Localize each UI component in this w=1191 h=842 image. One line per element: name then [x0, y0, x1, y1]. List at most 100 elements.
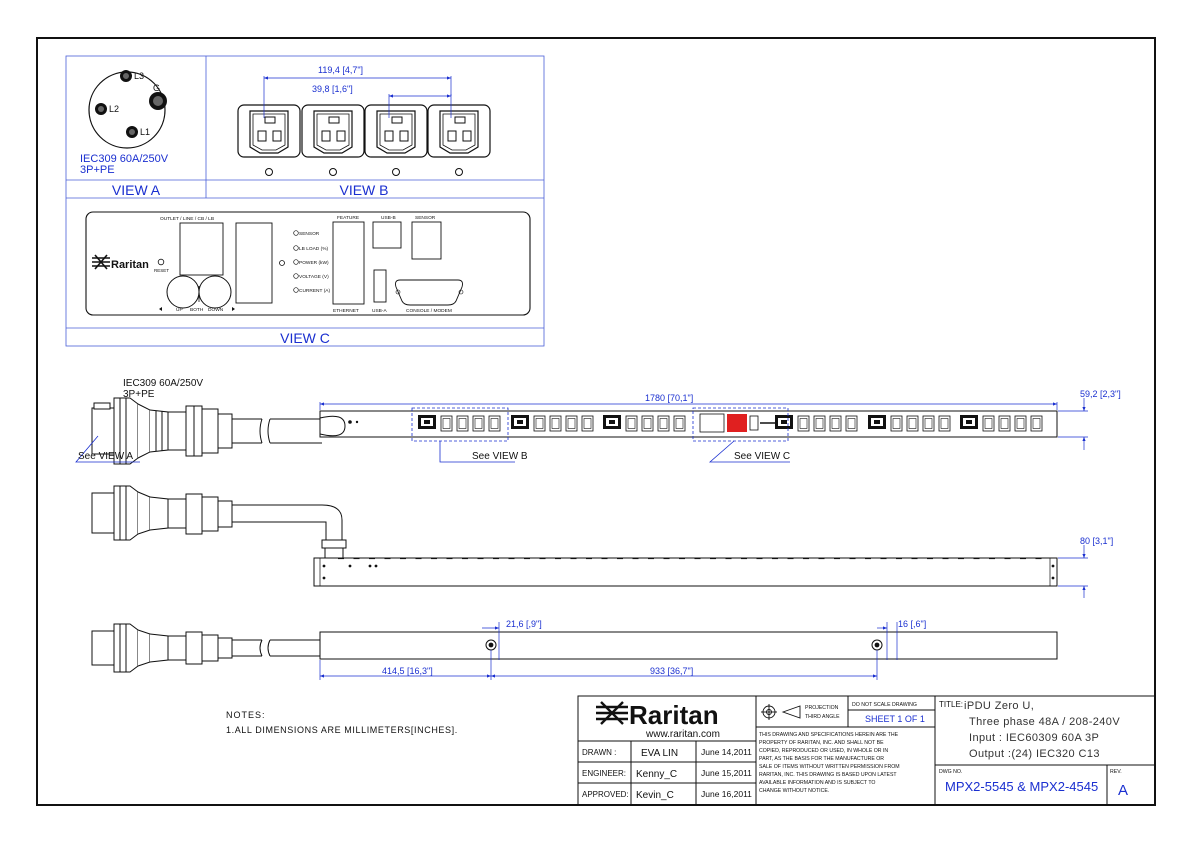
- indicator-voltage: VOLTAGE (V): [299, 274, 329, 280]
- outlet-c13-2: [301, 104, 365, 158]
- sheet-number: SHEET 1 OF 1: [865, 714, 925, 724]
- pin-label-l2: L2: [109, 104, 119, 114]
- top-view-plug: [91, 485, 347, 559]
- controller-led-display: [727, 414, 747, 432]
- breaker-icon: [868, 415, 886, 429]
- title-line-3: Input : IEC60309 60A 3P: [969, 732, 1099, 744]
- usb-a-port: [373, 269, 387, 303]
- usb-b-port: [372, 221, 402, 249]
- indicator-power: POWER (kW): [299, 260, 329, 266]
- view-b-dimension-lines: [263, 76, 452, 118]
- notes-heading: NOTES:: [226, 710, 266, 720]
- pin-label-l3: L3: [134, 71, 144, 81]
- nav-up-button[interactable]: [166, 275, 200, 309]
- view-a-spec-line1: IEC309 60A/250V: [80, 153, 169, 165]
- title-line-4: Output :(24) IEC320 C13: [969, 748, 1100, 760]
- disclaimer-line-8: CHANGE WITHOUT NOTICE.: [759, 788, 829, 794]
- side-plug-spec-line1: IEC309 60A/250V: [123, 378, 203, 389]
- side-view-plug: [91, 397, 322, 465]
- dim-span-left: 414,5 [16,3"]: [382, 666, 433, 676]
- view-c-label: VIEW C: [280, 330, 330, 346]
- projection-line1: PROJECTION: [805, 705, 839, 711]
- title-block-brand: Raritan: [629, 700, 719, 730]
- approved-label: APPROVED:: [582, 790, 629, 799]
- outlet-c13-3: [364, 104, 428, 158]
- panel-brand-text: Raritan: [111, 259, 149, 271]
- engineer-name: Kenny_C: [636, 769, 677, 780]
- pin-label-l1: L1: [140, 127, 150, 137]
- drawn-name: EVA LIN: [641, 748, 678, 759]
- raritan-logo: Raritan: [596, 700, 719, 730]
- nav-up-label: UP: [176, 307, 183, 313]
- engineer-label: ENGINEER:: [582, 769, 626, 778]
- usb-a-label: USB-A: [372, 308, 387, 314]
- see-view-a: See VIEW A: [78, 451, 133, 462]
- reset-label: RESET: [154, 268, 169, 273]
- strip-outlets-group: [418, 413, 1043, 433]
- see-view-b: See VIEW B: [472, 451, 528, 462]
- dim-span-right: 933 [36,7"]: [650, 666, 693, 676]
- controller-port: [749, 415, 759, 431]
- title-block-frame: [577, 695, 1156, 806]
- callout-leaders: [75, 435, 790, 463]
- usb-b-label: USB-B: [381, 215, 396, 221]
- dim-depth: 80 [3,1"]: [1080, 536, 1113, 546]
- callout-boxes: [411, 407, 789, 442]
- rev-label: REV.: [1110, 769, 1122, 775]
- top-view-body: [313, 557, 1058, 587]
- approved-date: June 16,2011: [701, 789, 752, 799]
- dim-hole-left: 21,6 [,9"]: [506, 619, 542, 629]
- title-line-1: iPDU Zero U,: [964, 700, 1034, 712]
- title-label: TITLE:: [939, 700, 963, 709]
- lcd-display: [179, 222, 224, 276]
- right-arrow-icon: [232, 307, 235, 311]
- breaker-icon: [775, 415, 793, 429]
- controller-display: [699, 413, 725, 433]
- view-b-label: VIEW B: [339, 182, 388, 198]
- disclaimer-line-3: COPIED, REPRODUCED OR USED, IN WHOLE OR …: [759, 748, 888, 754]
- title-block-website: www.raritan.com: [645, 729, 720, 740]
- view-b-outlets: [237, 104, 491, 176]
- bottom-dimension-lines: [319, 622, 898, 680]
- disclaimer-line-6: RARITAN, INC. THIS DRAWING IS BASED UPON…: [759, 772, 897, 778]
- side-dimension-lines: [319, 398, 1088, 450]
- breaker-icon: [418, 415, 436, 429]
- nav-down-label: DOWN: [208, 307, 224, 313]
- approved-name: Kevin_C: [636, 790, 674, 801]
- disclaimer-line-1: THIS DRAWING AND SPECIFICATIONS HEREIN A…: [759, 732, 899, 738]
- outlet-c13-4: [427, 104, 491, 158]
- see-view-c: See VIEW C: [734, 451, 790, 462]
- view-b-dim-outer: 119,4 [4,7"]: [318, 65, 363, 75]
- console-port-label: CONSOLE / MODEM: [406, 308, 452, 314]
- raritan-panel-logo: Raritan: [92, 254, 149, 271]
- no-scale-note: DO NOT SCALE DRAWING: [852, 702, 917, 708]
- display-window: [235, 222, 273, 304]
- detail-views-frame: [65, 55, 545, 347]
- nav-down-button[interactable]: [198, 275, 232, 309]
- view-a-plug-face: L3 G L2 L1: [88, 70, 167, 149]
- panel-header-text: OUTLET / LINE / CB / LB: [160, 216, 214, 222]
- dwg-no-label: DWG NO.: [939, 769, 962, 775]
- title-line-2: Three phase 48A / 208-240V: [969, 716, 1120, 728]
- indicator-lb-load: LB LOAD (%): [299, 246, 328, 252]
- view-a-spec-line2: 3P+PE: [80, 164, 115, 176]
- breaker-icon: [960, 415, 978, 429]
- pin-label-g: G: [153, 83, 160, 93]
- breaker-icon: [511, 415, 529, 429]
- console-db9-port: [395, 279, 463, 306]
- indicator-sensor: SENSOR: [299, 231, 320, 237]
- nav-both-label: BOTH: [190, 307, 204, 313]
- drawing-number: MPX2-5545 & MPX2-4545: [945, 779, 1098, 794]
- reset-button[interactable]: [157, 258, 165, 266]
- disclaimer-line-5: SALE OF ITEMS WITHOUT WRITTEN PERMISSION…: [759, 764, 900, 770]
- dim-hole-right: 16 [,6"]: [898, 619, 926, 629]
- breaker-icon: [603, 415, 621, 429]
- indicator-leds: [293, 230, 299, 293]
- dim-height: 59,2 [2,3"]: [1080, 389, 1121, 399]
- drawn-label: DRAWN :: [582, 748, 616, 757]
- bottom-view-body: [319, 631, 1058, 660]
- disclaimer-line-2: PROPERTY OF RARITAN, INC. AND SHALL NOT …: [759, 740, 884, 746]
- view-c-control-panel: OUTLET / LINE / CB / LB Raritan RESET UP…: [85, 211, 531, 316]
- disclaimer-line-4: PART, AS THE BASIS FOR THE MANUFACTURE O…: [759, 756, 884, 762]
- third-angle-projection-icon: [761, 704, 801, 720]
